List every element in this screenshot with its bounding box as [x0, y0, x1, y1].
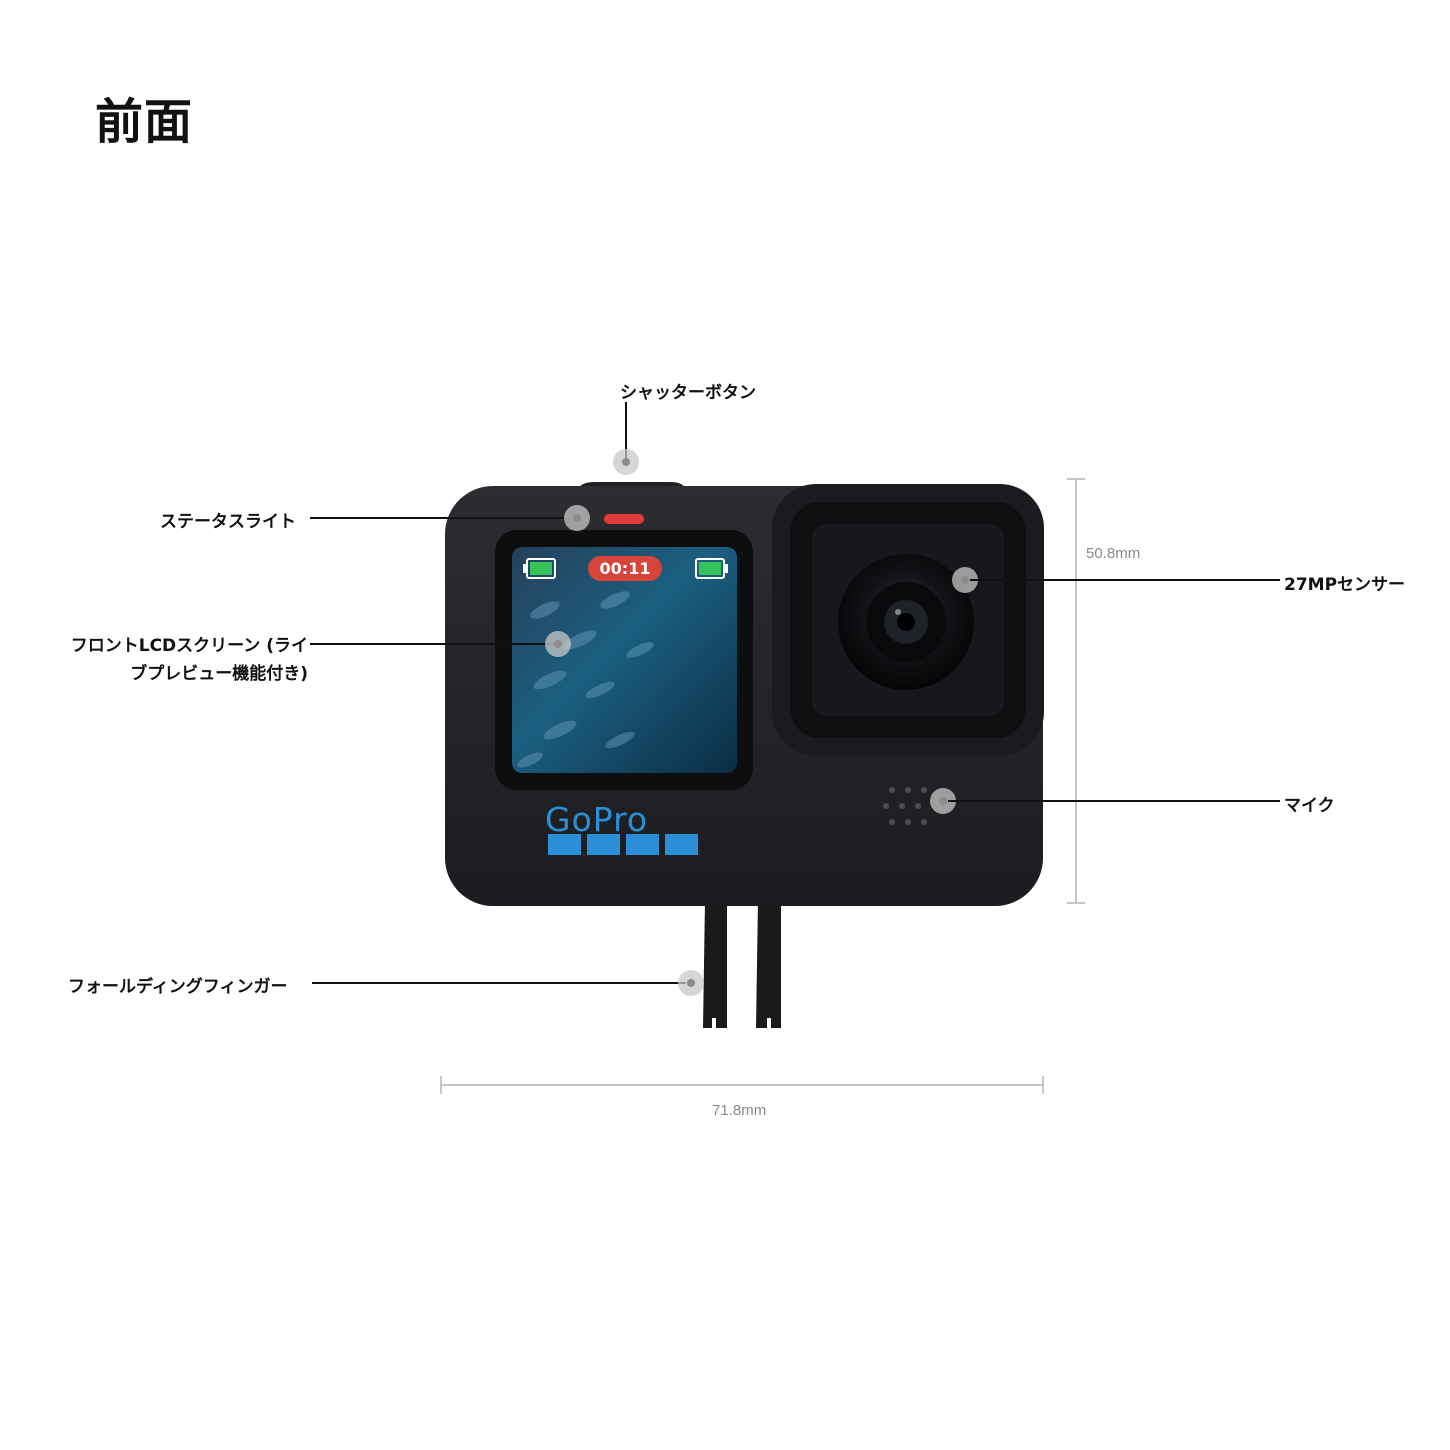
- hotspot-shutter[interactable]: [613, 449, 639, 475]
- label-mic: マイク: [1284, 796, 1335, 816]
- folding-fingers: [703, 900, 781, 1028]
- label-status-light: ステータスライト: [160, 512, 296, 532]
- label-folding-fingers: フォールディングフィンガー: [68, 977, 288, 997]
- leader-mic: [948, 800, 1280, 802]
- lcd-recording-time: 00:11: [588, 556, 662, 581]
- front-lcd-screen: [512, 547, 737, 773]
- label-sensor: 27MPセンサー: [1284, 575, 1406, 595]
- hotspot-front-lcd[interactable]: [545, 631, 571, 657]
- hotspot-folding-fingers[interactable]: [678, 970, 704, 996]
- hotspot-status-light[interactable]: [564, 505, 590, 531]
- status-light-shape: [604, 514, 644, 524]
- leader-front-lcd: [310, 643, 554, 645]
- label-shutter-button: シャッターボタン: [620, 383, 756, 403]
- dimension-lines: [440, 478, 1085, 1094]
- battery-icon-right: [695, 558, 728, 579]
- battery-icon-left: [523, 558, 556, 579]
- label-front-lcd: フロントLCDスクリーン (ライブプレビュー機能付き): [70, 636, 308, 684]
- gopro-logo: GoPro: [545, 800, 649, 839]
- dimension-height: 50.8mm: [1086, 545, 1141, 562]
- page-title: 前面: [95, 94, 194, 150]
- lcd-fish-pattern: [517, 591, 654, 768]
- mic-holes: [883, 787, 927, 825]
- hotspot-sensor[interactable]: [952, 567, 978, 593]
- dimension-width: 71.8mm: [712, 1102, 767, 1119]
- leader-sensor: [970, 579, 1280, 581]
- leader-status-light: [310, 517, 572, 519]
- leader-folding-fingers: [312, 982, 686, 984]
- gopro-logo-boxes: [548, 834, 698, 855]
- leader-shutter: [625, 402, 627, 458]
